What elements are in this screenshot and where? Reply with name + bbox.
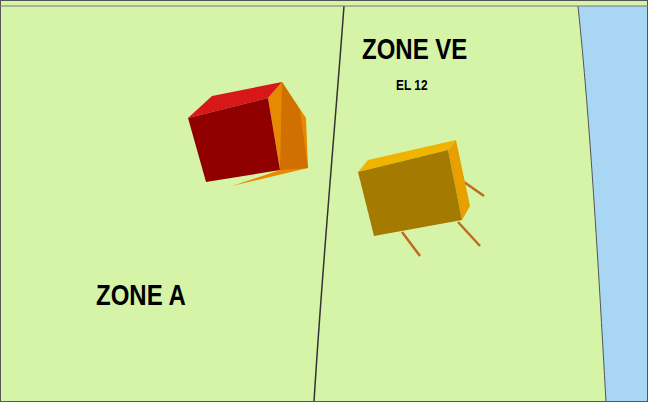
zone-boundary	[314, 6, 344, 402]
piling	[458, 222, 480, 246]
piling	[402, 232, 420, 256]
house-side-shade	[280, 82, 308, 170]
house-front	[358, 150, 462, 236]
shoreline	[578, 6, 606, 402]
house-zone-a	[188, 82, 308, 186]
elevation-label: EL 12	[396, 78, 428, 92]
water	[578, 6, 648, 402]
zone-label: ZONE VE	[362, 34, 467, 64]
top-edge	[0, 6, 648, 7]
zone-label: ZONE A	[96, 280, 186, 310]
elevated-house-zone-ve	[358, 140, 484, 256]
house-front	[188, 98, 280, 182]
